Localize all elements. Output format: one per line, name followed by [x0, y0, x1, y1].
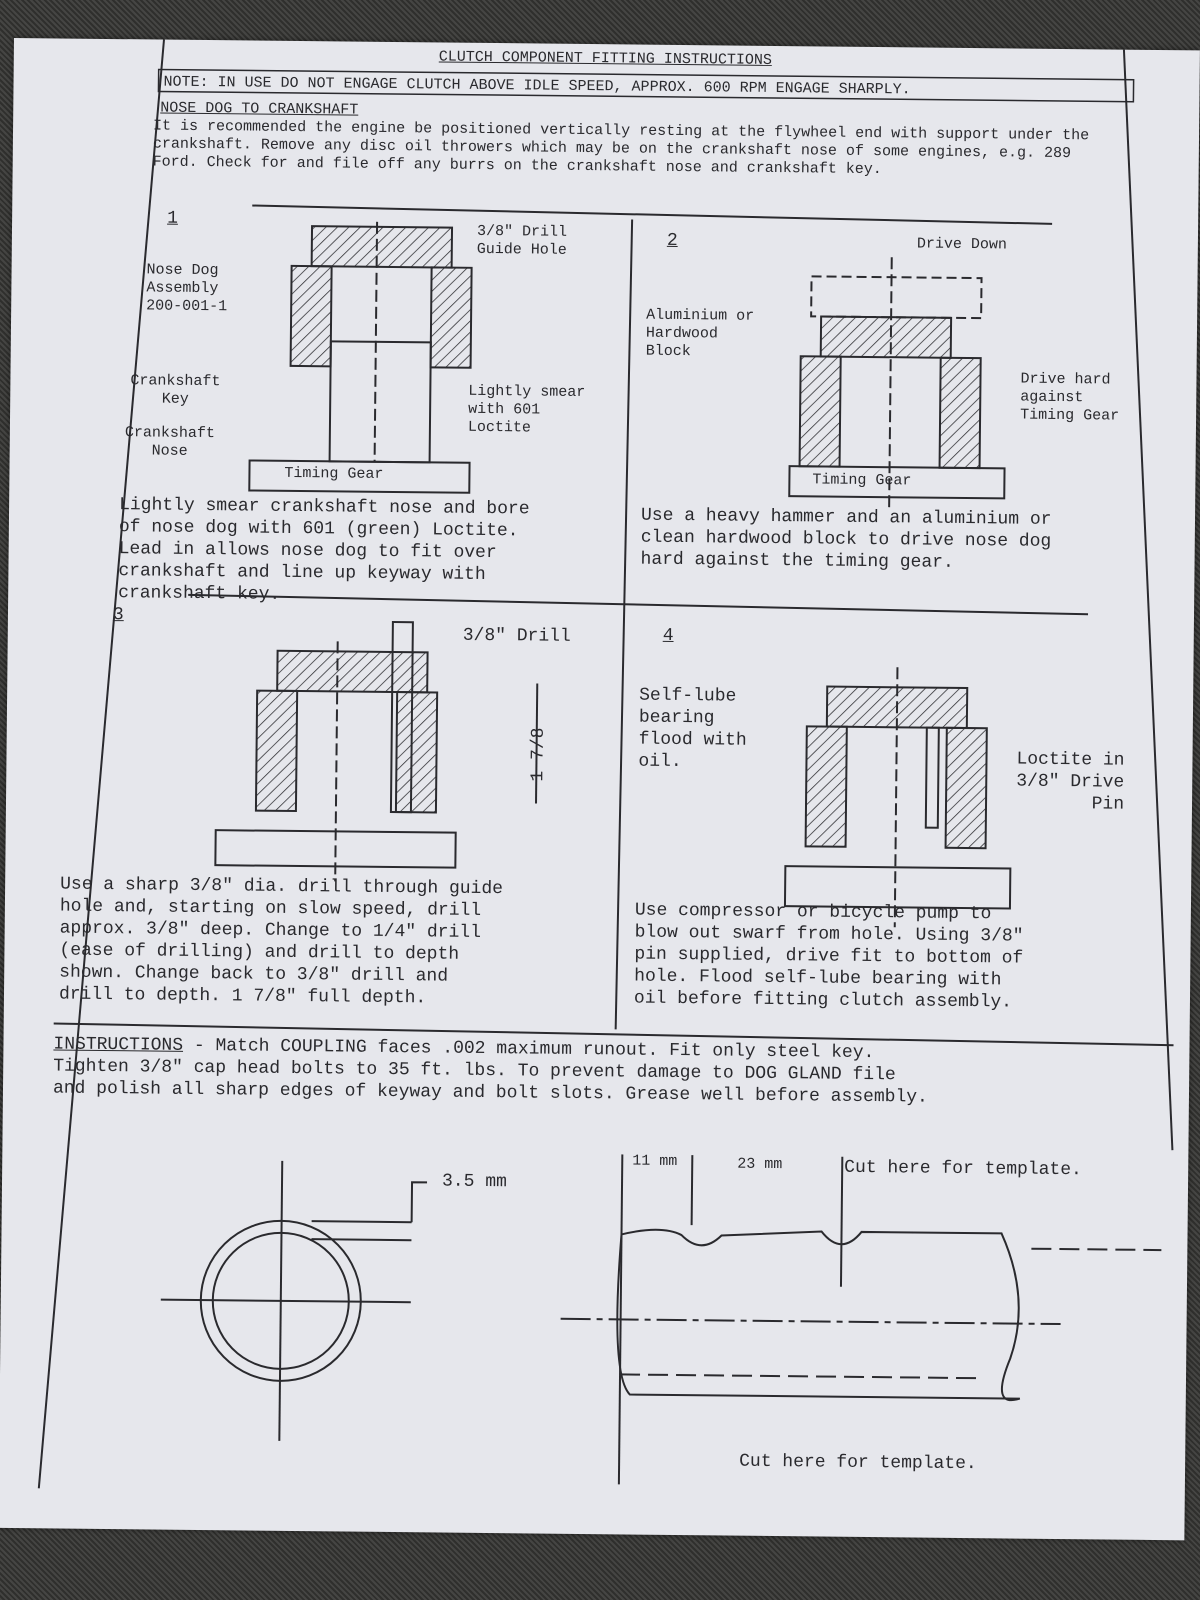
shaft-template-diagram	[560, 1154, 1162, 1485]
label-nose-dog-assembly: Nose Dog Assembly 200-001-1	[146, 261, 228, 316]
step-3-diagram	[214, 620, 539, 882]
label-aluminium-block: Aluminium or Hardwood Block	[645, 306, 755, 361]
step-1-number: 1	[167, 208, 179, 229]
step-2-number: 2	[666, 230, 678, 251]
instructions-heading: INSTRUCTIONS	[53, 1034, 184, 1056]
step-1-diagram	[248, 221, 473, 494]
frame-lines	[37, 39, 1174, 1489]
document-title: CLUTCH COMPONENT FITTING INSTRUCTIONS	[438, 48, 772, 69]
label-drill-guide-hole: 3/8" Drill Guide Hole	[476, 222, 568, 259]
label-self-lube-bearing: Self-lube bearing flood with oil.	[638, 685, 747, 773]
label-timing-gear-2: Timing Gear	[812, 471, 912, 490]
step-2-diagram	[788, 257, 1006, 508]
instructions-text: - Match COUPLING faces .002 maximum runo…	[52, 1035, 929, 1108]
step-3-number: 3	[112, 605, 124, 626]
label-lightly-smear: Lightly smear with 601 Loctite	[467, 382, 586, 437]
instruction-sheet: CLUTCH COMPONENT FITTING INSTRUCTIONS NO…	[0, 38, 1200, 1541]
keyway-ring-diagram	[160, 1160, 428, 1441]
label-dimension-23mm: 23 mm	[737, 1155, 783, 1174]
label-cut-here-bottom: Cut here for template.	[739, 1451, 977, 1475]
step-1-text: Lightly smear crankshaft nose and bore o…	[118, 495, 530, 605]
step-4-diagram	[783, 667, 1012, 928]
label-cut-here-top: Cut here for template.	[844, 1157, 1082, 1181]
label-drive-down: Drive Down	[916, 235, 1007, 254]
section-heading: NOSE DOG TO CRANKSHAFT	[160, 99, 359, 119]
label-depth: 1 7/8	[528, 727, 549, 782]
label-drive-pin: Loctite in 3/8" Drive Pin	[1016, 749, 1125, 815]
label-timing-gear-1: Timing Gear	[284, 464, 384, 483]
step-2-text: Use a heavy hammer and an aluminium or c…	[640, 505, 1052, 573]
label-key-dimension: 3.5 mm	[441, 1171, 507, 1193]
step-4-number: 4	[662, 625, 674, 646]
step-4-text: Use compressor or bicycle pump to blow o…	[633, 900, 1024, 1013]
label-crankshaft-key: Crankshaft Key	[130, 372, 221, 408]
step-3-text: Use a sharp 3/8" dia. drill through guid…	[58, 874, 504, 1009]
label-dimension-11mm: 11 mm	[632, 1152, 678, 1171]
instructions-block: INSTRUCTIONS - Match COUPLING faces .002…	[53, 1033, 929, 1108]
label-drive-hard: Drive hard against Timing Gear	[1020, 370, 1120, 425]
label-crankshaft-nose: Crankshaft Nose	[124, 424, 215, 460]
section-intro: It is recommended the engine be position…	[152, 117, 1090, 179]
